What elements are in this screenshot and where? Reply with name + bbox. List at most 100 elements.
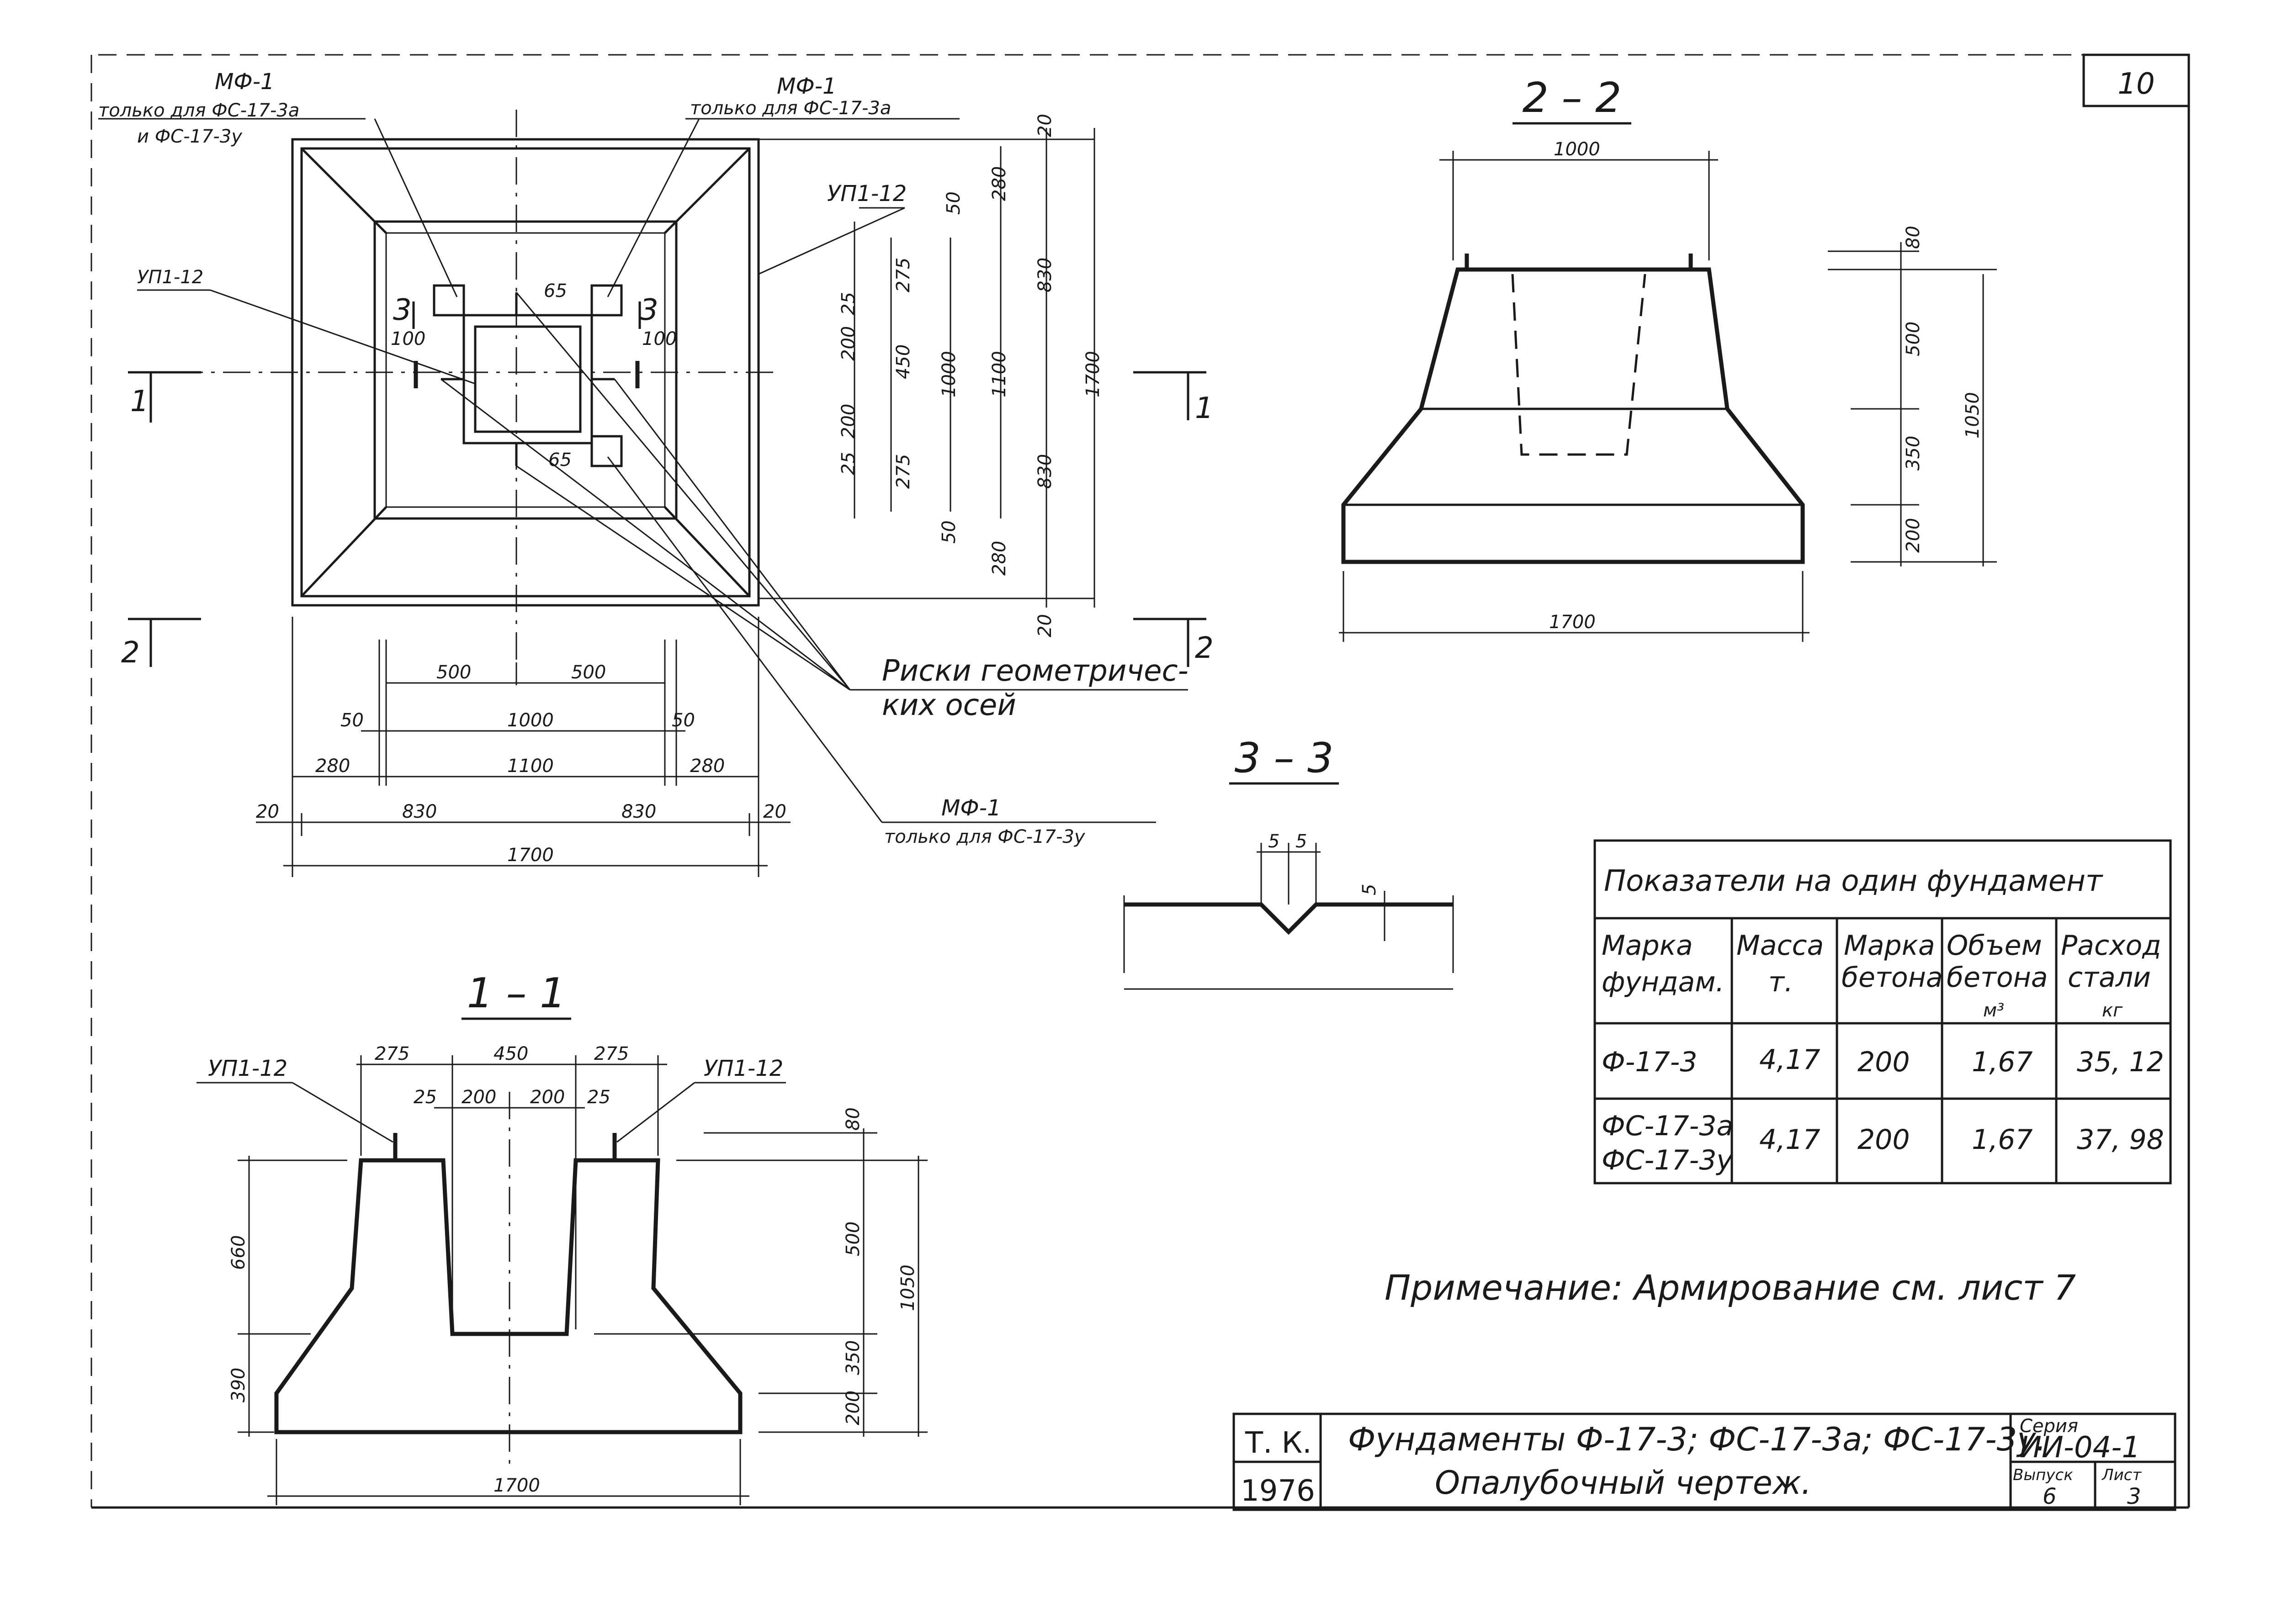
table-row1-mass: 4,17 [1759,1044,1820,1076]
plan-dim-v-50a: 50 [943,191,964,215]
plan-dim-v-50b: 50 [939,520,960,544]
plan-vertical-dimensions [759,128,1095,608]
plan-dim-h-500b: 500 [571,662,606,683]
section-1-1-dim-390: 390 [228,1368,249,1402]
table-row2-steel: 37, 98 [2077,1124,2164,1156]
table-header-steel-2: стали [2068,962,2151,994]
table-row1-steel: 35, 12 [2077,1046,2164,1078]
plan-dim-h-20a: 20 [256,801,279,822]
cut-mark-1-right: 1 [1195,391,1214,425]
plan-dim-65-top: 65 [544,280,567,302]
section-3-3-dim-5a: 5 [1268,831,1279,852]
plan-mf-right-label: МФ-1 [777,74,837,99]
section-1-1-title: 1 – 1 [467,969,566,1017]
plan-dim-v-25a: 25 [838,292,859,315]
table-row1-volume: 1,67 [1972,1046,2033,1078]
plan-dim-h-280a: 280 [315,756,350,777]
plan-dim-h-500a: 500 [436,662,471,683]
section-2-2-dim-350: 350 [1903,436,1924,471]
plan-dim-v-1100: 1100 [989,351,1010,397]
section-1-1-dim-80: 80 [843,1107,864,1131]
plan-mf-left-label: МФ-1 [215,69,275,95]
title-block-series-value: ИИ-04-1 [2020,1431,2140,1465]
section-1-1-dim-25a: 25 [414,1087,437,1108]
section-1-1-dim-500: 500 [843,1222,864,1256]
indicators-table [1593,839,2172,1185]
section-1-1-ul-right: УП1-12 [704,1056,783,1081]
section-1-1-dim-200b: 200 [530,1087,565,1108]
plan-ul-left-label: УП1-12 [137,267,203,288]
table-header-volume-3: м³ [1983,1000,2004,1021]
section-1-1-dim-25b: 25 [587,1087,610,1108]
section-1-1-dim-350: 350 [843,1340,864,1375]
section-1-1-dim-200: 200 [843,1391,864,1425]
plan-dim-h-50b: 50 [672,710,695,731]
title-block-org: Т. К. [1245,1426,1312,1460]
plan-dim-v-200a: 200 [838,326,859,361]
table-row2-mass: 4,17 [1759,1124,1820,1156]
plan-dim-h-1000: 1000 [507,710,554,731]
plan-vertical-dim-labels: 20 280 50 275 25 200 450 1000 1100 830 1… [838,114,1104,637]
cut-mark-2-right: 2 [1195,631,1214,665]
section-2-2-dim-1050: 1050 [1962,392,1983,439]
plan-dim-v-275a: 275 [893,258,914,292]
plan-dim-v-830a: 830 [1035,258,1056,292]
plan-dim-v-20a: 20 [1035,114,1056,137]
plan-mf-left-sub1: только для ФС-17-3а [98,100,299,121]
table-row2-mark-1: ФС-17-3а [1602,1110,1733,1142]
plan-dim-h-830a: 830 [402,801,437,822]
section-3-3 [1123,782,1454,990]
plan-dim-v-830b: 830 [1035,454,1056,489]
plan-mf-right-sub: только для ФС-17-3а [690,98,891,119]
plan-dim-h-1700: 1700 [507,845,554,866]
section-3-3-dim-5b: 5 [1295,831,1307,852]
plan-dim-v-1000: 1000 [939,351,960,397]
table-header-concrete-2: бетона [1842,962,1943,994]
plan-dim-65-bottom: 65 [548,450,572,471]
sheet-frame [90,53,2190,1509]
plan-dim-v-450: 450 [893,344,914,379]
table-header-concrete-1: Марка [1844,930,1935,962]
table-header-mass-1: Масса [1736,930,1824,962]
section-1-1-dim-450: 450 [494,1043,528,1064]
plan-dim-h-1100: 1100 [507,756,554,777]
table-row2-concrete: 200 [1857,1124,1910,1156]
plan-dim-100-left: 100 [391,328,425,349]
title-block-issue-value: 6 [2043,1484,2057,1509]
plan-dim-h-280b: 280 [690,756,725,777]
section-2-2-dim-1700: 1700 [1549,612,1596,633]
table-header-mark-1: Марка [1602,930,1693,962]
plan-dim-h-830b: 830 [621,801,656,822]
title-block-series-label: Серия [2020,1416,2078,1437]
plan-section-3-right: 3 [640,293,658,327]
section-1-1-dim-200a: 200 [462,1087,496,1108]
title-block-issue-label: Выпуск [2013,1466,2073,1484]
sheet-number: 10 [2117,67,2155,101]
table-row2-mark-2: ФС-17-3у [1602,1144,1733,1176]
plan-mf-left-sub2: и ФС-17-3у [137,126,243,147]
section-2-2-dim-1000: 1000 [1554,139,1600,160]
plan-dim-v-200b: 200 [838,404,859,439]
section-3-3-dim-5c: 5 [1359,884,1380,895]
plan-dim-v-280b: 280 [989,541,1010,576]
plan-mf-bottom-sub: только для ФС-17-3у [884,826,1086,847]
section-2-2-dim-200: 200 [1903,518,1924,553]
cut-mark-2-left: 2 [121,636,140,670]
section-3-3-title: 3 – 3 [1235,734,1334,782]
section-1-1-dim-660: 660 [228,1235,249,1270]
table-header-mark-2: фундам. [1602,966,1725,998]
plan-ul-right-label: УП1-12 [827,181,907,206]
title-block [1232,1412,2176,1511]
section-2-2-title: 2 – 2 [1523,74,1622,122]
title-block-sheet-label: Лист [2101,1466,2142,1484]
section-1-1 [196,1017,928,1505]
title-block-year: 1976 [1241,1474,1315,1508]
section-2-2 [1339,122,1997,642]
section-2-2-dim-80: 80 [1903,226,1924,249]
table-header-steel-1: Расход [2061,930,2161,962]
section-1-1-dim-1700: 1700 [494,1475,540,1496]
table-title: Показатели на один фундамент [1604,864,2103,898]
table-row1-mark: Ф-17-3 [1602,1046,1697,1078]
table-row1-concrete: 200 [1857,1046,1910,1078]
